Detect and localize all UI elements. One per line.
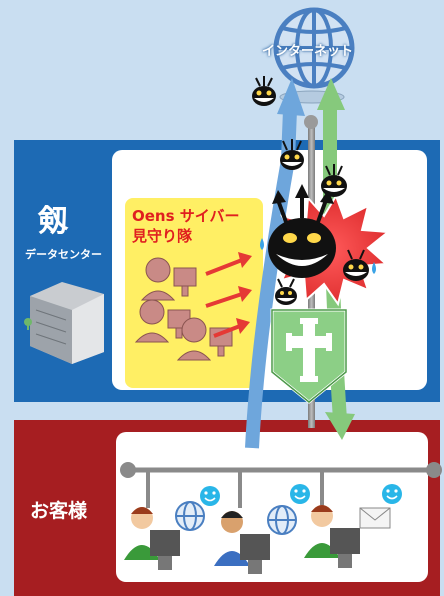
web-globe-icon [267, 505, 297, 535]
monitoring-arrows [205, 252, 252, 338]
datacenter-building-icon [24, 282, 104, 364]
sweat-drop-icon [372, 262, 376, 274]
datacenter-sublabel: データセンター [25, 248, 102, 261]
monitoring-team-title-line1: Oens サイバー [132, 207, 240, 225]
virus-icon [321, 164, 347, 197]
virus-icon [252, 76, 276, 106]
internet-globe-icon [273, 7, 355, 89]
virus-icon [343, 249, 369, 281]
security-shield-icon [270, 308, 348, 404]
customer-network-bus [120, 462, 442, 508]
gateway-node-top [304, 115, 318, 129]
customer-user-icon [214, 511, 270, 574]
mail-envelope-icon [359, 507, 391, 529]
smiley-face-icon [200, 486, 220, 506]
monitoring-team-title-line2: 見守り隊 [132, 227, 193, 245]
customer-user-icon [124, 507, 180, 570]
smiley-face-icon [382, 484, 402, 504]
outbound-traffic-arrow [245, 78, 305, 449]
security-operators-icon [134, 257, 233, 361]
virus-icon [268, 184, 336, 278]
datacenter-name: 剱 [38, 204, 68, 239]
web-globe-icon [175, 501, 205, 531]
virus-icon [275, 278, 297, 305]
virus-icon [280, 139, 304, 170]
customer-user-icon [304, 505, 360, 568]
customer-label: お客様 [30, 500, 88, 522]
smiley-face-icon [290, 484, 310, 504]
internet-label: インターネット [262, 44, 354, 59]
sweat-drop-icon [260, 238, 264, 250]
